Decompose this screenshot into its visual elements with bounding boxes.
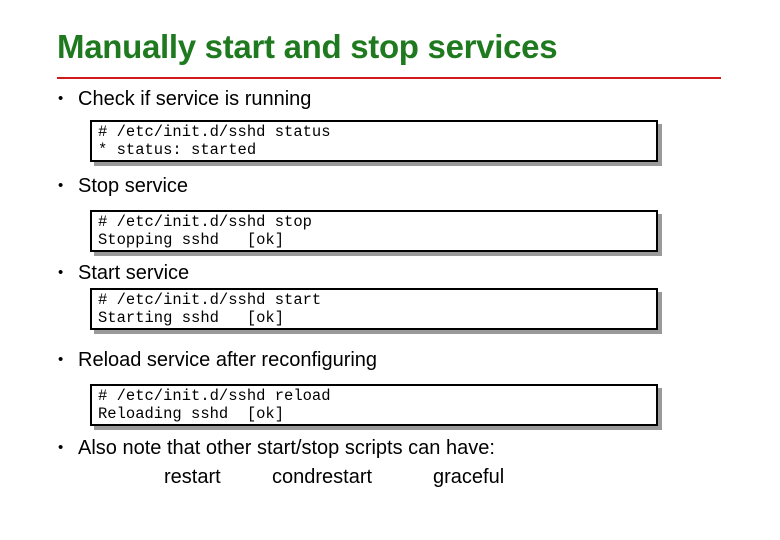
bullet-text: Also note that other start/stop scripts …: [78, 437, 495, 459]
title-underline: [57, 77, 721, 79]
code-line: * status: started: [98, 141, 257, 159]
code-line: # /etc/init.d/sshd start: [98, 291, 322, 309]
code-line: # /etc/init.d/sshd reload: [98, 387, 331, 405]
option-condrestart: condrestart: [272, 466, 373, 488]
code-block-reload: # /etc/init.d/sshd reload Reloading sshd…: [90, 384, 658, 426]
code-line: # /etc/init.d/sshd status: [98, 123, 331, 141]
bullet-text: Check if service is running: [78, 88, 312, 110]
bullet-marker: •: [58, 177, 64, 194]
code-block-stop: # /etc/init.d/sshd stop Stopping sshd [o…: [90, 210, 658, 252]
bullet-text: Reload service after reconfiguring: [78, 349, 378, 371]
page-title: Manually start and stop services: [57, 28, 558, 65]
code-line: # /etc/init.d/sshd stop: [98, 213, 312, 231]
code-line: Reloading sshd [ok]: [98, 405, 285, 423]
code-line: Starting sshd [ok]: [98, 309, 285, 327]
code-line: Stopping sshd [ok]: [98, 231, 285, 249]
bullet-marker: •: [58, 90, 64, 107]
code-block-status: # /etc/init.d/sshd status * status: star…: [90, 120, 658, 162]
bullet-other-scripts: • Also note that other start/stop scripts…: [58, 437, 495, 460]
bullet-stop-service: • Stop service: [58, 175, 188, 198]
bullet-marker: •: [58, 264, 64, 281]
bullet-start-service: • Start service: [58, 262, 189, 285]
bullet-text: Stop service: [78, 175, 189, 197]
option-restart: restart: [164, 466, 221, 488]
bullet-text: Start service: [78, 262, 190, 284]
code-block-start: # /etc/init.d/sshd start Starting sshd […: [90, 288, 658, 330]
bullet-reload-service: • Reload service after reconfiguring: [58, 349, 377, 372]
bullet-check-running: • Check if service is running: [58, 88, 311, 111]
bullet-marker: •: [58, 351, 64, 368]
option-graceful: graceful: [433, 466, 505, 488]
bullet-marker: •: [58, 439, 64, 456]
